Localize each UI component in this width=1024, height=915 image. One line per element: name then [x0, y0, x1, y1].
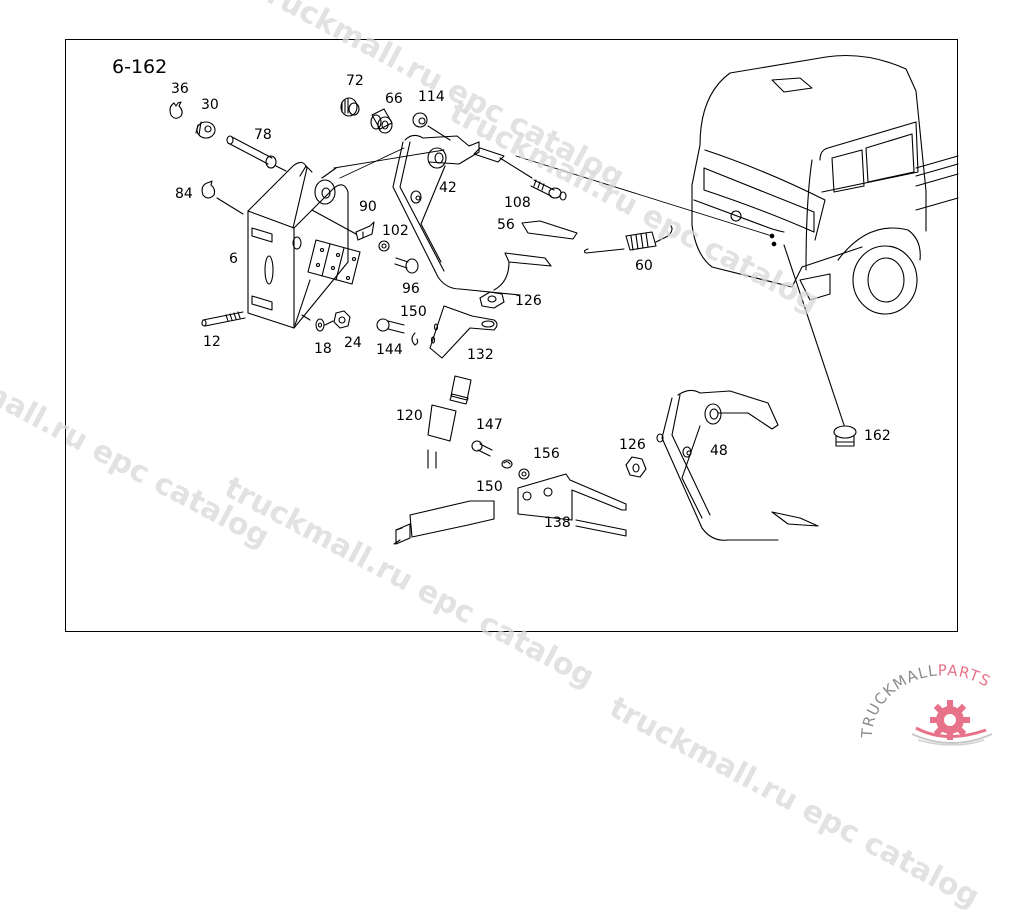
nut-114-icon[interactable] [412, 112, 451, 141]
plug-162-icon[interactable] [783, 244, 857, 447]
pedal-lever-42-icon[interactable] [392, 134, 552, 296]
part-label-90[interactable]: 90 [359, 199, 377, 215]
part-label-6[interactable]: 6 [229, 251, 238, 267]
bolt-144-icon[interactable] [376, 318, 405, 334]
part-label-114[interactable]: 114 [418, 89, 445, 105]
clip-90-icon[interactable] [311, 209, 375, 241]
part-label-66[interactable]: 66 [385, 91, 403, 107]
pedal-lever-48-icon[interactable] [656, 389, 819, 541]
stud-12-icon[interactable] [201, 311, 246, 327]
part-label-132[interactable]: 132 [467, 347, 494, 363]
logo-text-accent: PARTS [938, 661, 994, 691]
part-label-42[interactable]: 42 [439, 180, 457, 196]
part-label-12[interactable]: 12 [203, 334, 221, 350]
parts-drawing [169, 55, 959, 545]
leader-lines [333, 147, 773, 237]
part-label-147[interactable]: 147 [476, 417, 503, 433]
pedal-pad-56-icon[interactable] [521, 220, 578, 240]
part-label-150-top[interactable]: 150 [400, 304, 427, 320]
part-label-56[interactable]: 56 [497, 217, 515, 233]
screw-147-icon[interactable] [471, 440, 493, 457]
diagram-title: 6-162 [112, 56, 168, 78]
part-label-36[interactable]: 36 [171, 81, 189, 97]
logo-text-main: TRUCKMALL [858, 661, 938, 739]
clip-36-icon[interactable] [169, 101, 183, 119]
washer-150-lower-icon[interactable] [501, 459, 513, 469]
switch-120-icon[interactable] [427, 375, 472, 469]
nut-24-icon[interactable] [324, 310, 351, 329]
part-label-162[interactable]: 162 [864, 428, 891, 444]
clip-84-icon[interactable] [201, 180, 244, 215]
part-label-150-lower[interactable]: 150 [476, 479, 503, 495]
part-label-78[interactable]: 78 [254, 127, 272, 143]
part-label-96[interactable]: 96 [402, 281, 420, 297]
part-label-102[interactable]: 102 [382, 223, 409, 239]
part-label-138[interactable]: 138 [544, 515, 571, 531]
bracket-138-icon[interactable] [517, 473, 627, 537]
part-label-126-lower[interactable]: 126 [619, 437, 646, 453]
diagram-frame [65, 39, 958, 632]
part-label-24[interactable]: 24 [344, 335, 362, 351]
part-label-60[interactable]: 60 [635, 258, 653, 274]
part-label-120[interactable]: 120 [396, 408, 423, 424]
part-label-156[interactable]: 156 [533, 446, 560, 462]
part-label-30[interactable]: 30 [201, 97, 219, 113]
part-label-72[interactable]: 72 [346, 73, 364, 89]
part-label-108[interactable]: 108 [504, 195, 531, 211]
svg-text:TRUCKMALLPARTS: TRUCKMALLPARTS [858, 661, 994, 739]
sleeve-66-icon[interactable] [370, 108, 393, 134]
bracket-132-icon[interactable] [429, 305, 498, 359]
pin-78-icon[interactable] [226, 135, 287, 172]
switch-lower-icon[interactable] [393, 500, 495, 545]
part-label-18[interactable]: 18 [314, 341, 332, 357]
pedal-bracket-6-icon[interactable] [247, 161, 349, 329]
part-label-84[interactable]: 84 [175, 186, 193, 202]
washer-150-top-icon[interactable] [411, 332, 419, 346]
mounting-plate-icon[interactable] [307, 239, 361, 285]
washer-102-icon[interactable] [378, 240, 390, 252]
bolt-96-icon[interactable] [394, 257, 419, 274]
part-label-48[interactable]: 48 [710, 443, 728, 459]
nut-126-top-icon[interactable] [479, 291, 505, 309]
part-label-126-top[interactable]: 126 [515, 293, 542, 309]
spring-60-icon[interactable] [583, 225, 673, 254]
truck-cab-icon [691, 55, 959, 315]
knurled-nut-30-icon[interactable] [195, 121, 216, 139]
truckmall-parts-logo: TRUCKMALLPARTS [858, 661, 994, 746]
washer-156-icon[interactable] [518, 468, 530, 480]
bolt-108-icon[interactable] [499, 157, 567, 201]
washer-18-icon[interactable] [301, 314, 325, 332]
nut-126-lower-icon[interactable] [625, 456, 647, 478]
part-label-144[interactable]: 144 [376, 342, 403, 358]
bushing-72-icon[interactable] [340, 97, 360, 117]
